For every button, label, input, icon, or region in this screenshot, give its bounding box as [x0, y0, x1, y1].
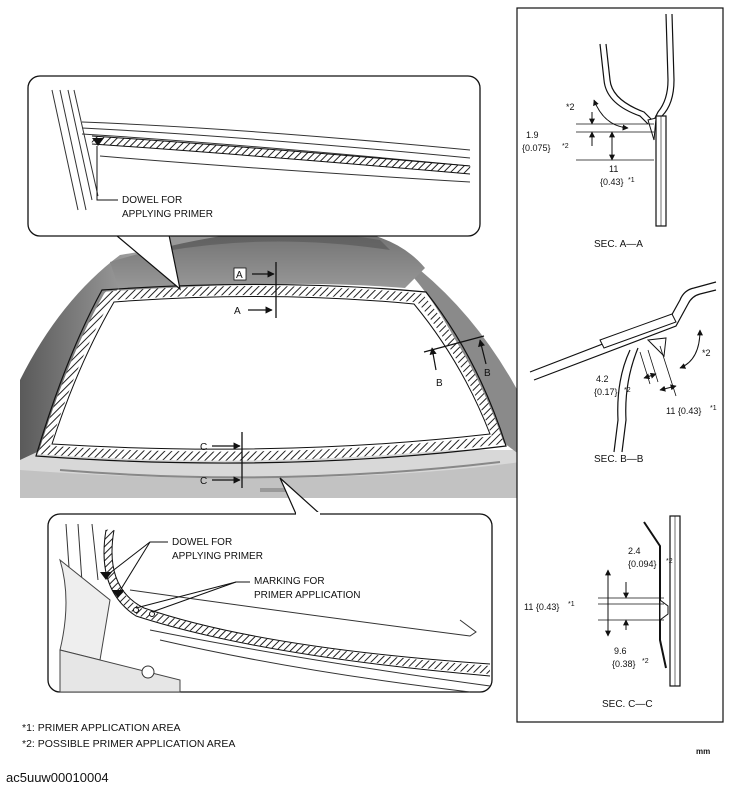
- section-mark-a-top: A: [236, 270, 243, 281]
- top-callout-dowel-label-line1: DOWEL FOR: [122, 195, 182, 206]
- sec-a-dim1-value: 1.9: [526, 130, 539, 140]
- sec-c-dim3-inch: {0.38}: [612, 659, 636, 669]
- top-callout-urethane-bead: [91, 136, 471, 174]
- sec-c-dim1-inch: {0.094}: [628, 559, 657, 569]
- footnote-primer-area: *1: PRIMER APPLICATION AREA: [22, 722, 181, 734]
- sec-c-dim2-text: 11 {0.43}: [524, 602, 559, 612]
- sec-a-dim2-note: *1: [628, 177, 635, 184]
- top-dowel-icon: [92, 138, 104, 146]
- section-cut-c: [212, 432, 243, 488]
- sec-b-dim1-value: 4.2: [596, 374, 609, 384]
- primer-marking-icon-1: [133, 607, 139, 613]
- sec-b-dim2-note: *1: [710, 405, 717, 412]
- windshield-urethane-bead: [38, 285, 505, 461]
- bottom-callout: [47, 477, 493, 693]
- sec-a-drawing: [576, 13, 675, 227]
- sec-b-dim2-text: 11 {0.43}: [666, 406, 701, 416]
- sec-c-dim1-value: 2.4: [628, 546, 641, 556]
- bottom-callout-marking-label-line2: PRIMER APPLICATION: [254, 590, 361, 601]
- sec-a-dim1-inch: {0.075}: [522, 143, 551, 153]
- bottom-callout-dowel-label-line2: APPLYING PRIMER: [172, 551, 263, 562]
- sec-a-dim2-value: 11: [609, 164, 618, 174]
- bottom-callout-dowel-label-line1: DOWEL FOR: [172, 537, 232, 548]
- bottom-callout-marking-label-line1: MARKING FOR: [254, 576, 325, 587]
- sec-a-title: SEC. A—A: [594, 239, 643, 250]
- sec-b-drawing: [529, 281, 717, 453]
- section-mark-c-top: C: [200, 442, 207, 453]
- sec-b-dim1-note: *2: [624, 387, 631, 394]
- section-mark-a-bottom: A: [234, 306, 241, 317]
- sec-a-angle-label: *2: [566, 102, 575, 112]
- footnote-possible-primer-area: *2: POSSIBLE PRIMER APPLICATION AREA: [22, 738, 236, 750]
- section-mark-b-right: B: [484, 368, 491, 379]
- primer-marking-icon-2: [149, 611, 155, 617]
- section-cut-a: [233, 262, 277, 318]
- top-callout-dowel-label-line2: APPLYING PRIMER: [122, 209, 213, 220]
- sec-a-dim1-note: *2: [562, 143, 569, 150]
- car-body-illustration: [20, 227, 520, 498]
- sec-b-angle-label: *2: [702, 348, 711, 358]
- section-mark-b-left: B: [436, 378, 443, 389]
- sec-c-title: SEC. C—C: [602, 699, 653, 710]
- sec-a-dim2-inch: {0.43}: [600, 177, 624, 187]
- bottom-callout-urethane-bead: [104, 529, 491, 674]
- section-cut-b: [423, 335, 487, 371]
- sec-c-dim2-note: *1: [568, 601, 575, 608]
- document-id: ac5uuw00010004: [6, 770, 109, 785]
- sec-c-dim3-value: 9.6: [614, 646, 627, 656]
- sec-c-dim1-note: *2: [666, 558, 673, 565]
- section-mark-c-bottom: C: [200, 476, 207, 487]
- sec-b-dim1-inch: {0.17}: [594, 387, 618, 397]
- sec-b-title: SEC. B—B: [594, 454, 644, 465]
- unit-label: mm: [696, 747, 711, 756]
- top-callout: [27, 75, 481, 291]
- sec-c-dim3-note: *2: [642, 658, 649, 665]
- sec-c-drawing: [598, 515, 681, 687]
